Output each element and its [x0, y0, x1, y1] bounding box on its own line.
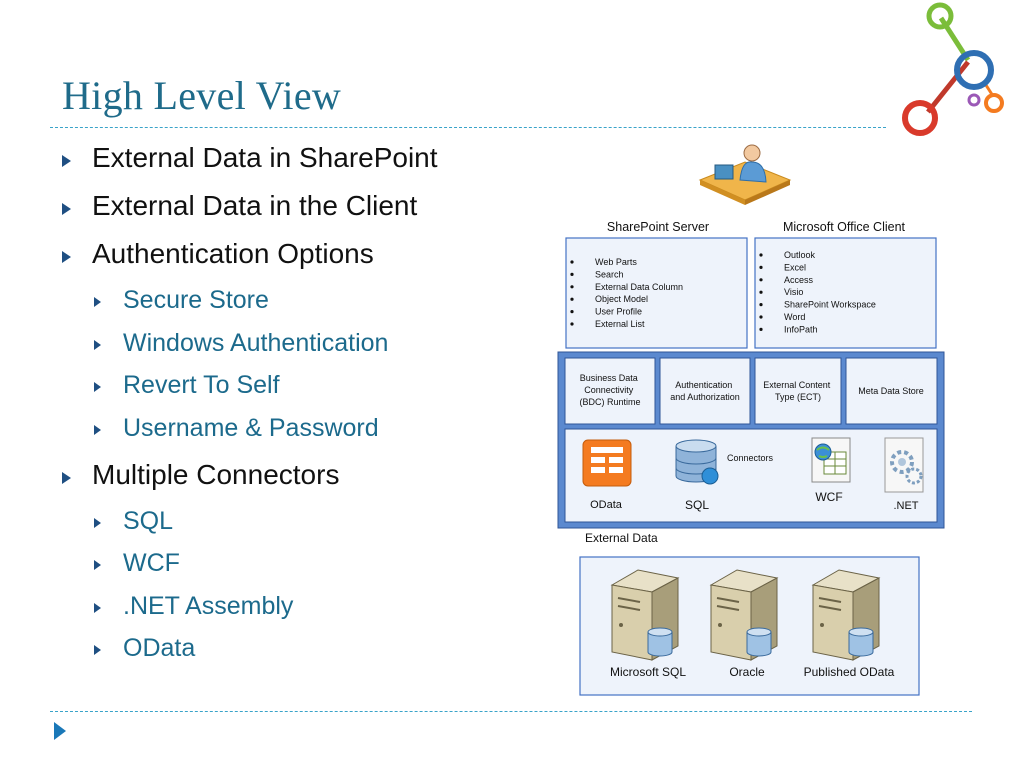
footer-divider	[50, 711, 972, 712]
bullet-item: Authentication Options	[62, 238, 532, 286]
dotnet-assembly-icon	[884, 437, 924, 493]
auth-line: and Authorization	[670, 392, 740, 402]
ect-line: External Content	[763, 380, 831, 390]
office-client-item: Outlook	[784, 250, 816, 260]
sharepoint-item: User Profile	[595, 307, 642, 317]
svg-text:External Content Type (ECT: External Content Type (ECT)	[763, 380, 833, 402]
bullet-list: External Data in SharePoint External Dat…	[62, 142, 532, 677]
bullet-item: External Data in the Client	[62, 190, 532, 238]
svg-text:Business Data Connectivity: Business Data Connectivity (BDC) Runtime	[579, 373, 640, 407]
bdc-line: Business Data	[580, 373, 638, 383]
odata-icon	[582, 439, 632, 487]
list-bullet-icon	[570, 285, 574, 289]
sql-connector-label: SQL	[685, 498, 709, 512]
bdc-runtime-box	[564, 357, 656, 425]
odata-connector-label: OData	[590, 499, 623, 511]
list-bullet-icon	[759, 303, 763, 307]
bullet-arrow-icon	[94, 382, 101, 392]
auth-line: Authentication	[675, 380, 732, 390]
connectors-label: Connectors	[727, 453, 774, 463]
user-at-desk-icon	[698, 144, 792, 205]
office-client-item: InfoPath	[784, 324, 818, 334]
database-server-icon	[811, 569, 881, 661]
office-client-panel	[754, 237, 937, 349]
sharepoint-server-panel	[565, 237, 748, 349]
sharepoint-item: Web Parts	[595, 257, 637, 267]
slide-title: High Level View	[62, 73, 342, 118]
sharepoint-item: Search	[595, 269, 624, 279]
footer-play-icon[interactable]	[54, 722, 66, 740]
external-source-label: Microsoft SQL	[610, 665, 686, 679]
logo-icon	[902, 2, 1004, 136]
list-bullet-icon	[759, 327, 763, 331]
office-client-label: Microsoft Office Client	[783, 220, 906, 234]
list-bullet-icon	[759, 265, 763, 269]
bullet-arrow-icon	[94, 602, 101, 613]
bullet-arrow-icon	[62, 203, 71, 215]
auth-box	[659, 357, 751, 425]
title-divider	[50, 127, 886, 128]
external-data-label: External Data	[585, 531, 658, 545]
bullet-arrow-icon	[94, 560, 101, 570]
list-bullet-icon	[570, 310, 574, 314]
sharepoint-item: External Data Column	[595, 282, 683, 292]
bullet-arrow-icon	[94, 645, 101, 655]
sharepoint-item: Object Model	[595, 294, 648, 304]
office-client-item: SharePoint Workspace	[784, 300, 876, 310]
metadata-store-box	[845, 357, 938, 425]
list-bullet-icon	[570, 272, 574, 276]
bullet-arrow-icon	[62, 251, 71, 263]
list-bullet-icon	[759, 278, 763, 282]
list-bullet-icon	[570, 297, 574, 301]
bdc-line: (BDC) Runtime	[579, 397, 640, 407]
bullet-item: Multiple Connectors	[62, 459, 532, 507]
bullet-arrow-icon	[94, 424, 101, 435]
external-source-label: Published OData	[804, 665, 895, 679]
sharepoint-server-label: SharePoint Server	[607, 220, 709, 234]
office-client-item: Access	[784, 275, 814, 285]
ect-line: Type (ECT)	[775, 392, 821, 402]
bullet-arrow-icon	[62, 155, 71, 167]
svg-text:Authentication and Authori: Authentication and Authorization	[670, 380, 740, 402]
wcf-connector-label: WCF	[815, 490, 842, 504]
dotnet-connector-label: .NET	[893, 500, 918, 512]
sub-bullet-item: .NET Assembly	[62, 592, 532, 635]
bullet-arrow-icon	[94, 339, 101, 350]
bullet-arrow-icon	[94, 297, 101, 307]
office-client-item: Excel	[784, 262, 806, 272]
bullet-arrow-icon	[94, 517, 101, 528]
database-server-icon	[709, 569, 779, 661]
sub-bullet-item: Secure Store	[62, 286, 532, 329]
bullet-item: External Data in SharePoint	[62, 142, 532, 190]
ect-box	[754, 357, 842, 425]
sub-bullet-item: SQL	[62, 507, 532, 550]
database-server-icon	[610, 569, 680, 661]
bdc-line: Connectivity	[584, 385, 634, 395]
wcf-service-icon	[811, 437, 851, 483]
sub-bullet-item: Username & Password	[62, 414, 532, 459]
sharepoint-item: External List	[595, 319, 645, 329]
list-bullet-icon	[759, 253, 763, 257]
sub-bullet-item: WCF	[62, 549, 532, 592]
sub-bullet-item: Revert To Self	[62, 371, 532, 414]
list-bullet-icon	[759, 315, 763, 319]
list-bullet-icon	[570, 322, 574, 326]
sql-database-icon	[675, 439, 719, 485]
list-bullet-icon	[570, 260, 574, 264]
office-client-item: Word	[784, 312, 805, 322]
sub-bullet-item: Windows Authentication	[62, 329, 532, 372]
sub-bullet-item: OData	[62, 634, 532, 677]
external-source-label: Oracle	[729, 665, 765, 679]
bullet-arrow-icon	[62, 471, 71, 484]
office-client-item: Visio	[784, 287, 803, 297]
list-bullet-icon	[759, 290, 763, 294]
metadata-store-label: Meta Data Store	[858, 386, 924, 396]
